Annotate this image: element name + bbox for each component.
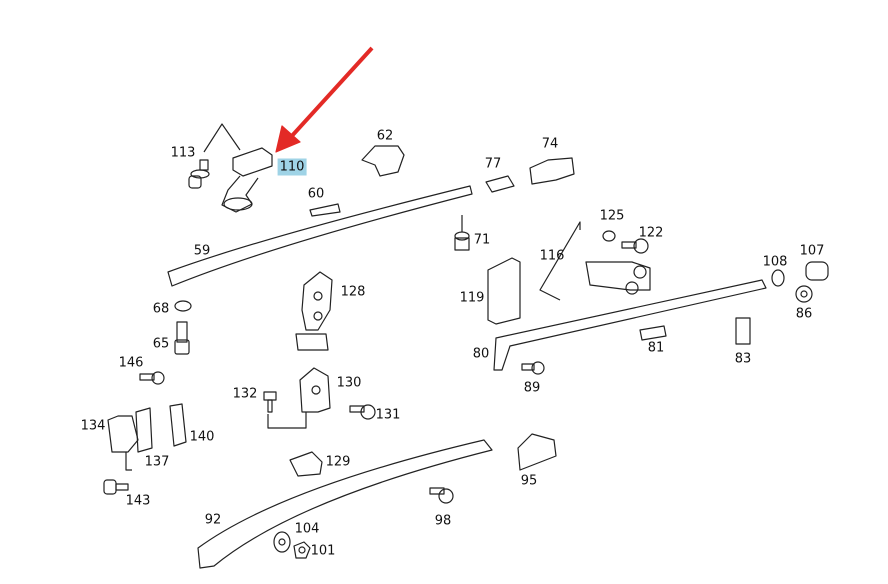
part-98 <box>429 487 454 504</box>
part-110 <box>203 123 273 213</box>
part-60 <box>309 203 341 217</box>
part-65 <box>174 321 190 355</box>
part-108 <box>771 269 785 287</box>
part-59-rail <box>167 185 473 287</box>
part-label: 65 <box>152 336 170 352</box>
part-label: 68 <box>152 301 170 317</box>
part-label: 77 <box>484 156 502 172</box>
part-label: 146 <box>118 355 144 371</box>
part-74 <box>529 157 575 185</box>
part-label: 80 <box>472 346 490 362</box>
part-71 <box>454 215 470 251</box>
part-137 <box>135 407 153 453</box>
part-140 <box>169 403 187 447</box>
part-label: 129 <box>325 454 351 470</box>
part-86 <box>795 285 813 303</box>
part-label: 116 <box>539 248 565 264</box>
part-129 <box>289 451 323 477</box>
part-label: 143 <box>125 493 151 509</box>
part-label-110-highlighted: 110 <box>277 158 307 176</box>
part-label: 60 <box>307 186 325 202</box>
part-62 <box>361 145 405 177</box>
part-131 <box>349 404 376 420</box>
part-104 <box>273 531 291 553</box>
part-146 <box>139 371 165 385</box>
part-132 <box>263 391 277 413</box>
part-92-rail <box>197 439 493 569</box>
part-label: 107 <box>799 243 825 259</box>
part-label: 119 <box>459 290 485 306</box>
part-label: 128 <box>340 284 366 300</box>
part-122 <box>621 238 649 254</box>
part-81 <box>639 325 667 341</box>
part-95 <box>517 433 557 471</box>
part-label: 71 <box>473 232 491 248</box>
part-125 <box>602 230 616 242</box>
part-label: 86 <box>795 306 813 322</box>
part-80-rail <box>493 279 767 371</box>
pointer-arrow <box>275 46 374 153</box>
part-119 <box>487 257 521 325</box>
part-143 <box>103 479 129 495</box>
part-label: 140 <box>189 429 215 445</box>
part-77 <box>485 175 515 193</box>
part-83 <box>735 317 751 345</box>
part-137-bracket <box>125 452 132 471</box>
part-107 <box>805 261 829 281</box>
part-label: 130 <box>336 375 362 391</box>
part-116 <box>539 221 651 301</box>
part-label: 62 <box>376 128 394 144</box>
part-label: 101 <box>310 543 336 559</box>
part-label: 92 <box>204 512 222 528</box>
part-label: 95 <box>520 473 538 489</box>
part-label: 131 <box>375 407 401 423</box>
part-113 <box>188 159 210 189</box>
part-label: 113 <box>170 145 196 161</box>
part-68 <box>174 300 192 312</box>
part-label: 122 <box>638 225 664 241</box>
part-label: 74 <box>541 136 559 152</box>
part-101 <box>293 541 311 559</box>
part-label: 81 <box>647 340 665 356</box>
part-130 <box>267 367 331 429</box>
part-label: 104 <box>294 521 320 537</box>
part-128 <box>295 271 333 351</box>
part-label: 137 <box>144 454 170 470</box>
part-label: 59 <box>193 243 211 259</box>
part-label: 108 <box>762 254 788 270</box>
part-89 <box>521 361 545 375</box>
part-label: 132 <box>232 386 258 402</box>
part-label: 83 <box>734 351 752 367</box>
part-label: 89 <box>523 380 541 396</box>
part-label: 125 <box>599 208 625 224</box>
part-label: 134 <box>80 418 106 434</box>
part-134 <box>107 415 139 453</box>
part-label: 98 <box>434 513 452 529</box>
